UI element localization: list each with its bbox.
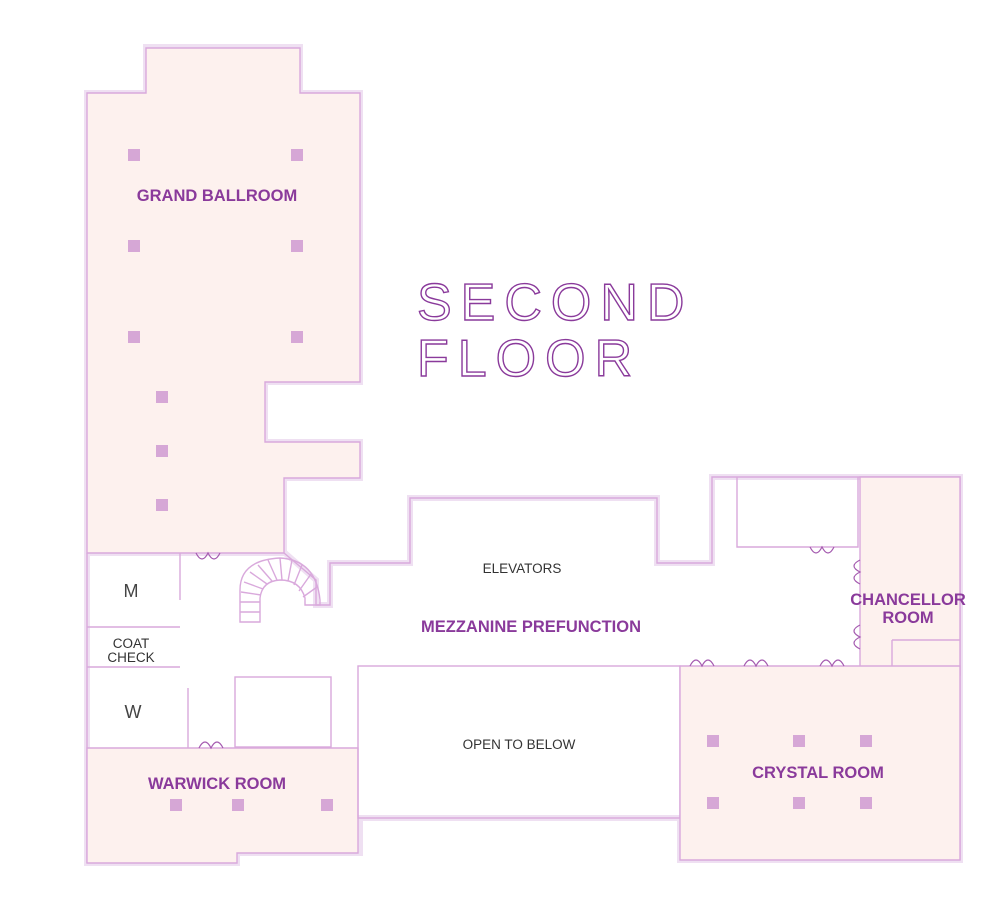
chancellor-room-label-line1: CHANCELLOR (850, 591, 966, 609)
column (156, 499, 168, 511)
column (156, 445, 168, 457)
floor-title: SECOND FLOOR (416, 273, 693, 388)
service-room (234, 676, 332, 748)
coat-check-label-line1: COAT (113, 636, 150, 651)
column (707, 797, 719, 809)
warwick-room-outline (86, 747, 359, 864)
column (291, 331, 303, 343)
womens-restroom-label: W (125, 702, 142, 722)
door (743, 659, 769, 668)
service-areas: M COAT CHECK W (87, 553, 189, 748)
column (860, 735, 872, 747)
column (170, 799, 182, 811)
elevators-label: ELEVATORS (483, 561, 562, 576)
grand-ballroom[interactable]: GRAND BALLROOM (86, 47, 361, 554)
mens-restroom-label: M (124, 581, 139, 601)
door (198, 741, 224, 750)
door (853, 559, 862, 585)
chancellor-room[interactable]: CHANCELLOR ROOM (850, 476, 966, 676)
column (860, 797, 872, 809)
crystal-room-outline (679, 665, 961, 861)
storage-room (736, 477, 859, 548)
door (195, 551, 221, 560)
column (291, 240, 303, 252)
column (128, 331, 140, 343)
floor-title-line2: FLOOR (417, 330, 641, 388)
crystal-room[interactable]: CRYSTAL ROOM (679, 665, 961, 861)
mezzanine-prefunction-label: MEZZANINE PREFUNCTION (421, 618, 641, 636)
floor-title-line1: SECOND (417, 274, 693, 332)
door (819, 659, 845, 668)
column (156, 391, 168, 403)
column (321, 799, 333, 811)
door (689, 659, 715, 668)
column (291, 149, 303, 161)
grand-ballroom-outline (86, 47, 361, 554)
crystal-room-label: CRYSTAL ROOM (752, 764, 884, 782)
column (707, 735, 719, 747)
column (128, 149, 140, 161)
open-to-below: OPEN TO BELOW (357, 665, 681, 819)
warwick-room[interactable]: WARWICK ROOM (86, 747, 359, 864)
chancellor-room-outline (859, 476, 961, 676)
coat-check-label-line2: CHECK (107, 650, 154, 665)
column (793, 797, 805, 809)
column (232, 799, 244, 811)
column (128, 240, 140, 252)
door (809, 545, 835, 554)
chancellor-room-label-line2: ROOM (882, 609, 933, 627)
door (853, 624, 862, 650)
grand-ballroom-label: GRAND BALLROOM (137, 187, 297, 205)
column (793, 735, 805, 747)
doors (195, 545, 862, 750)
warwick-room-label: WARWICK ROOM (148, 775, 286, 793)
open-to-below-label: OPEN TO BELOW (463, 737, 576, 752)
spiral-staircase (239, 557, 321, 623)
